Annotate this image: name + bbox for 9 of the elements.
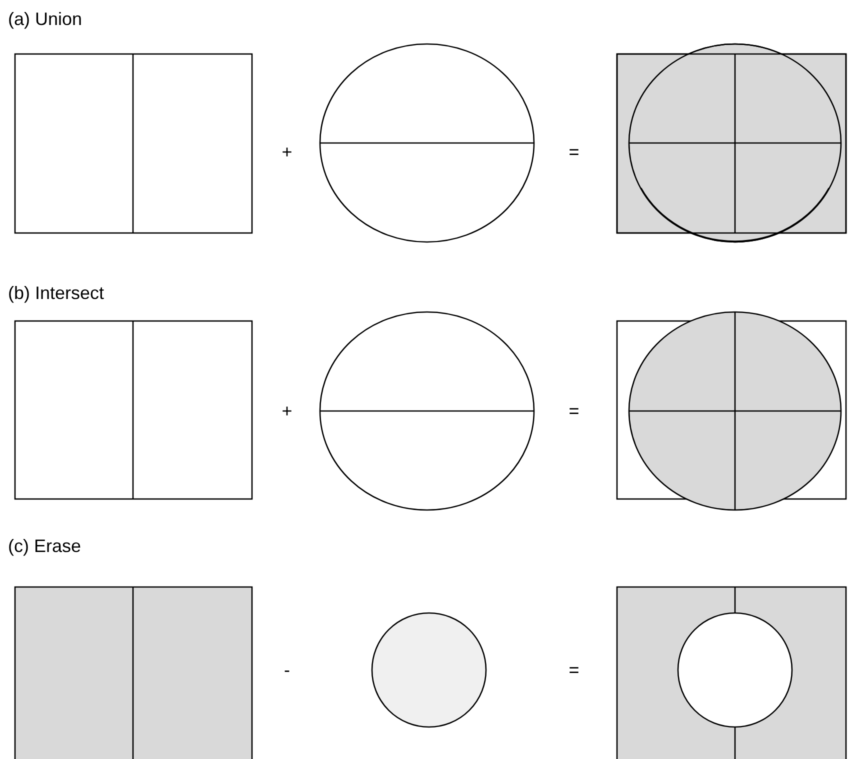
operator-sign: + (282, 141, 292, 163)
operator-sign: = (568, 659, 580, 681)
operator-sign: - (284, 659, 290, 681)
operator-sign: + (282, 400, 292, 422)
operator-sign: = (568, 400, 580, 422)
section-title: (c) Erase (8, 535, 82, 557)
section-title: (b) Intersect (8, 282, 104, 304)
operator-sign: = (568, 141, 580, 163)
section-title: (a) Union (8, 8, 82, 30)
